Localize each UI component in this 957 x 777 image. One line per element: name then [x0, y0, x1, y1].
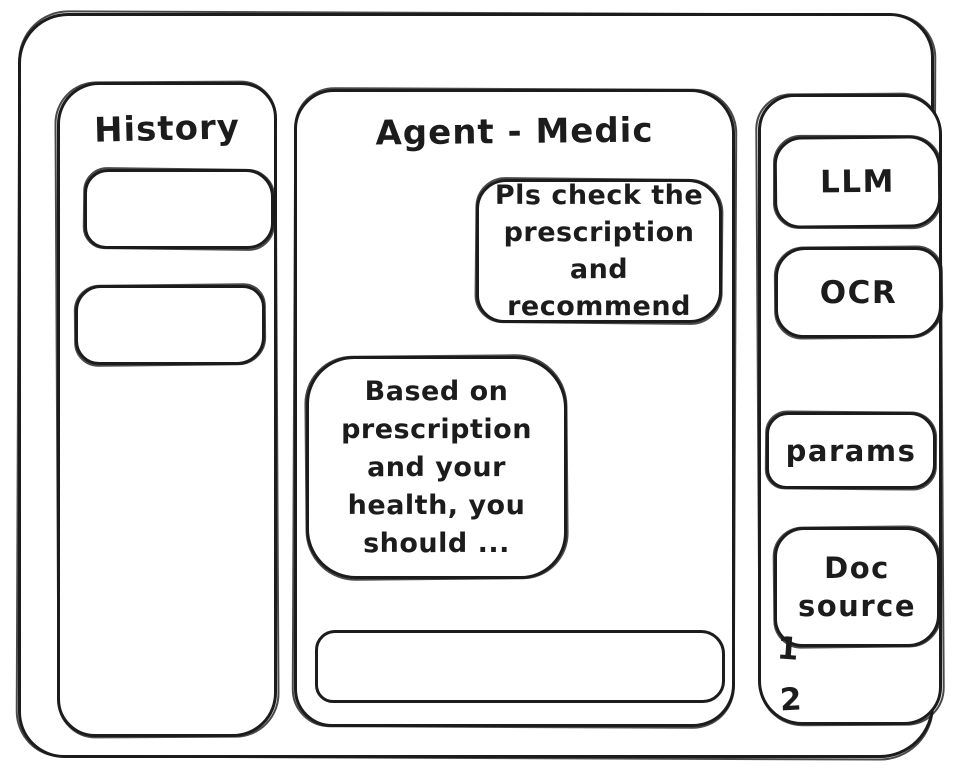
- doc-source-list-number-1: 1: [775, 630, 800, 668]
- history-panel-title: History: [93, 107, 241, 151]
- app-window-frame: History Agent - Medic Pls check the pres…: [18, 13, 942, 758]
- chat-panel-title: Agent - Medic: [375, 110, 654, 154]
- history-item[interactable]: [75, 285, 265, 365]
- doc-source-button[interactable]: Doc source: [774, 527, 940, 647]
- params-button[interactable]: params: [766, 412, 936, 489]
- ocr-button[interactable]: OCR: [775, 247, 942, 338]
- history-item[interactable]: [84, 169, 274, 249]
- chat-panel: Agent - Medic Pls check the prescription…: [294, 89, 735, 727]
- history-panel: History: [57, 82, 277, 737]
- llm-button-label: LLM: [819, 163, 896, 201]
- params-button-label: params: [785, 433, 917, 468]
- agent-message-bubble: Based on prescription and your health, y…: [306, 356, 567, 579]
- tools-panel: LLM OCR params Doc source 1 2: [758, 94, 942, 725]
- user-message-bubble: Pls check the prescription and recommend: [476, 179, 722, 323]
- llm-button[interactable]: LLM: [773, 135, 942, 229]
- message-input[interactable]: [315, 630, 725, 703]
- doc-source-button-label: Doc source: [798, 551, 916, 623]
- ocr-button-label: OCR: [819, 274, 898, 311]
- doc-source-list-number-2: 2: [779, 681, 803, 719]
